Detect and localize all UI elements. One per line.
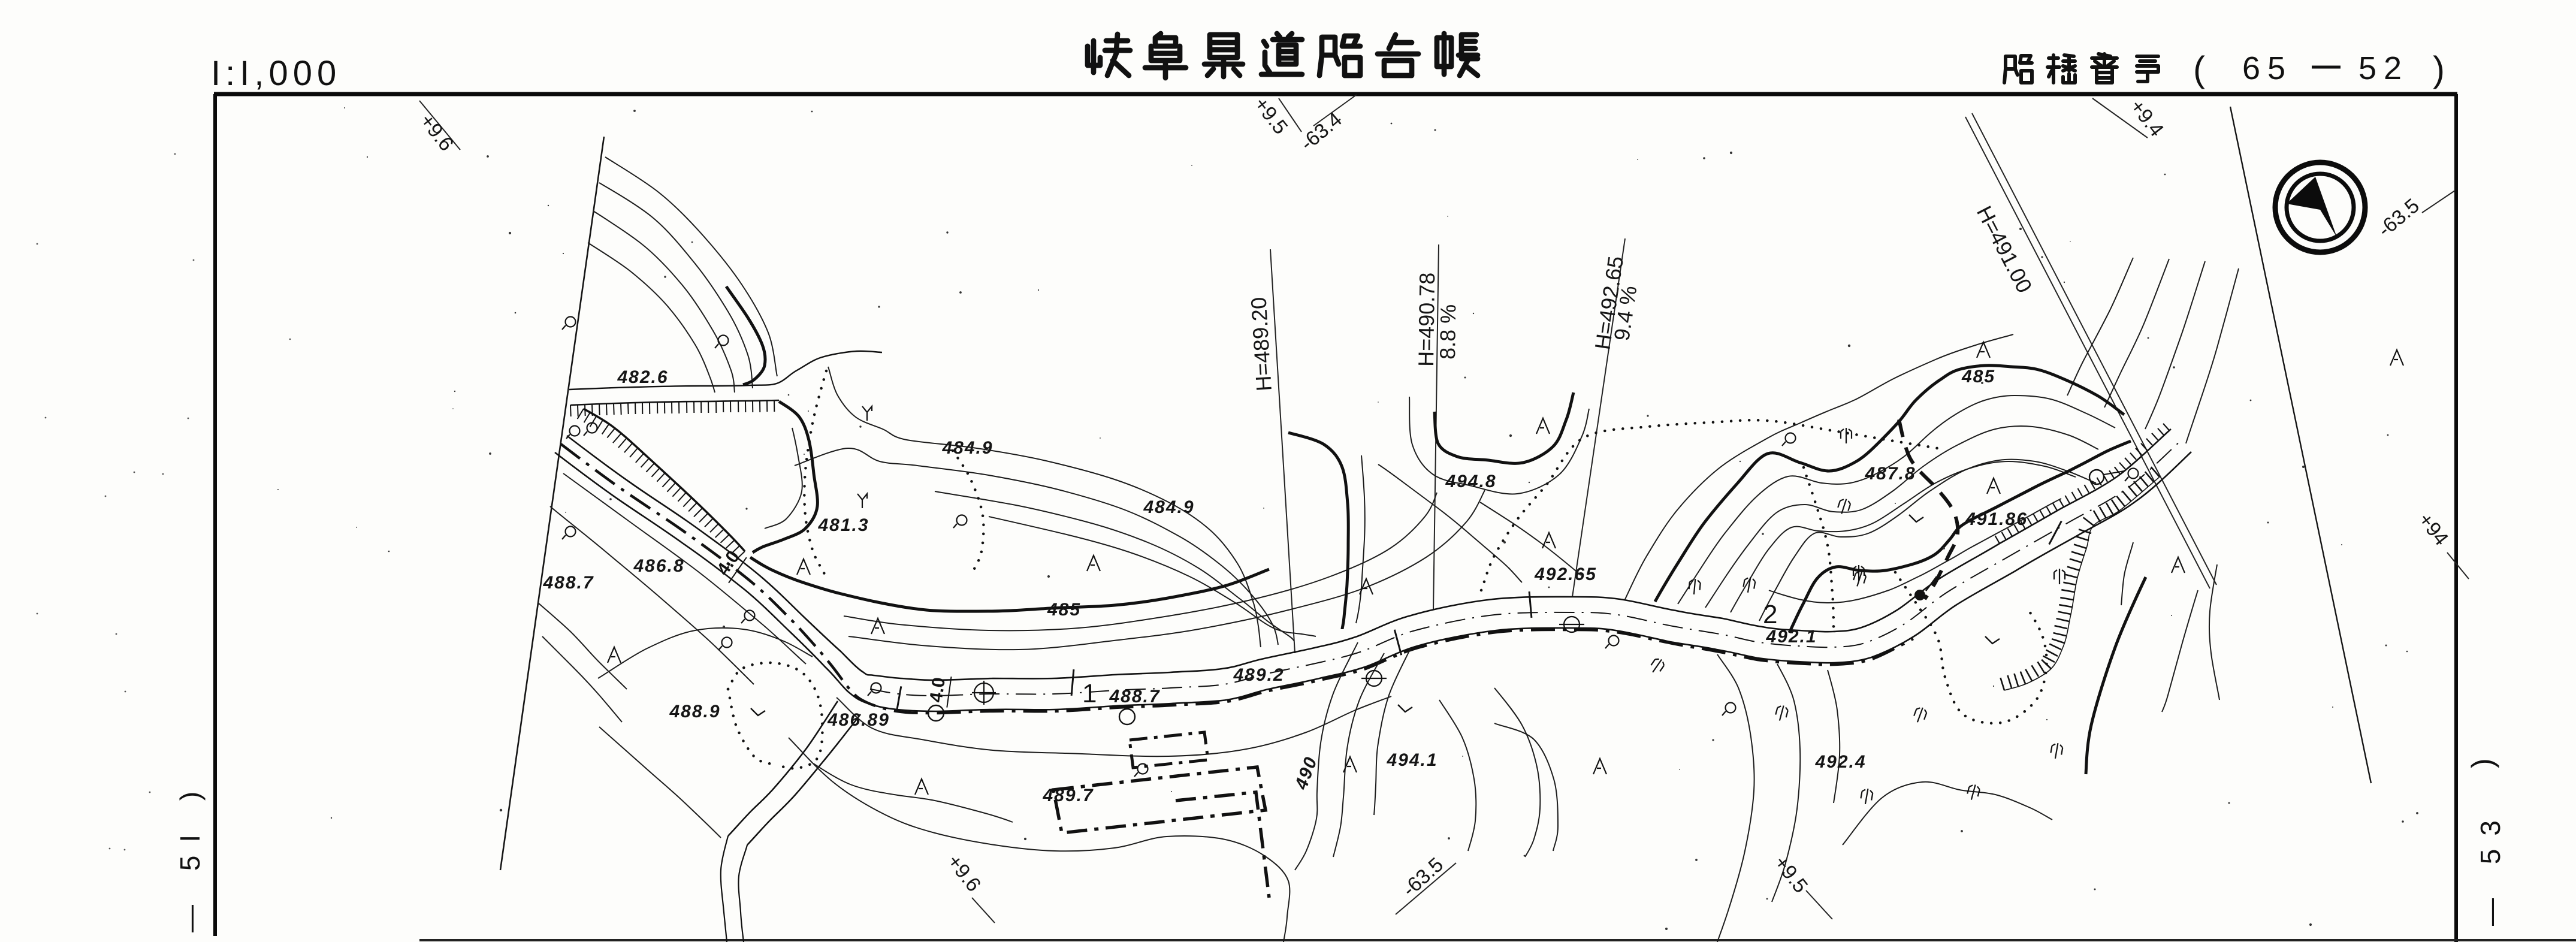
svg-text:): ) <box>2466 758 2499 768</box>
svg-text:): ) <box>2433 49 2445 89</box>
svg-text:486.8: 486.8 <box>633 556 684 576</box>
svg-text:52: 52 <box>2358 50 2409 86</box>
svg-text:I:I,000: I:I,000 <box>211 54 341 93</box>
svg-text:492.4: 492.4 <box>1814 752 1866 772</box>
svg-text:492.65: 492.65 <box>1534 564 1597 584</box>
svg-text:2: 2 <box>1763 600 1777 629</box>
svg-text:488.7: 488.7 <box>542 573 594 593</box>
svg-text:1: 1 <box>1082 679 1097 708</box>
svg-text:492.1: 492.1 <box>1765 627 1817 647</box>
svg-text:8.8 %: 8.8 % <box>1435 304 1460 360</box>
svg-text:487.8: 487.8 <box>1864 464 1916 484</box>
svg-text:(: ( <box>2193 49 2205 89</box>
svg-text:4.0: 4.0 <box>926 676 949 704</box>
svg-text:H=489.20: H=489.20 <box>1246 297 1276 392</box>
svg-text:481.3: 481.3 <box>817 515 869 535</box>
svg-text:65: 65 <box>2242 50 2293 86</box>
svg-text:485: 485 <box>1961 367 1995 387</box>
svg-text:485: 485 <box>1047 600 1081 620</box>
svg-text:494.8: 494.8 <box>1445 472 1496 491</box>
svg-text:— 5I ): — 5I ) <box>174 778 206 932</box>
svg-text:— 53: — 53 <box>2475 807 2506 926</box>
svg-text:489.2: 489.2 <box>1233 665 1284 685</box>
svg-text:489.7: 489.7 <box>1042 786 1094 805</box>
svg-text:494.1: 494.1 <box>1386 750 1438 770</box>
svg-text:482.6: 482.6 <box>617 367 668 387</box>
svg-text:H=490.78: H=490.78 <box>1414 272 1439 367</box>
svg-text:486.89: 486.89 <box>827 710 890 730</box>
svg-text:488.7: 488.7 <box>1109 687 1160 707</box>
svg-text:484.9: 484.9 <box>1143 497 1194 517</box>
svg-text:488.9: 488.9 <box>669 702 720 721</box>
svg-text:484.9: 484.9 <box>941 438 993 458</box>
svg-text:491.86: 491.86 <box>1965 509 2028 529</box>
